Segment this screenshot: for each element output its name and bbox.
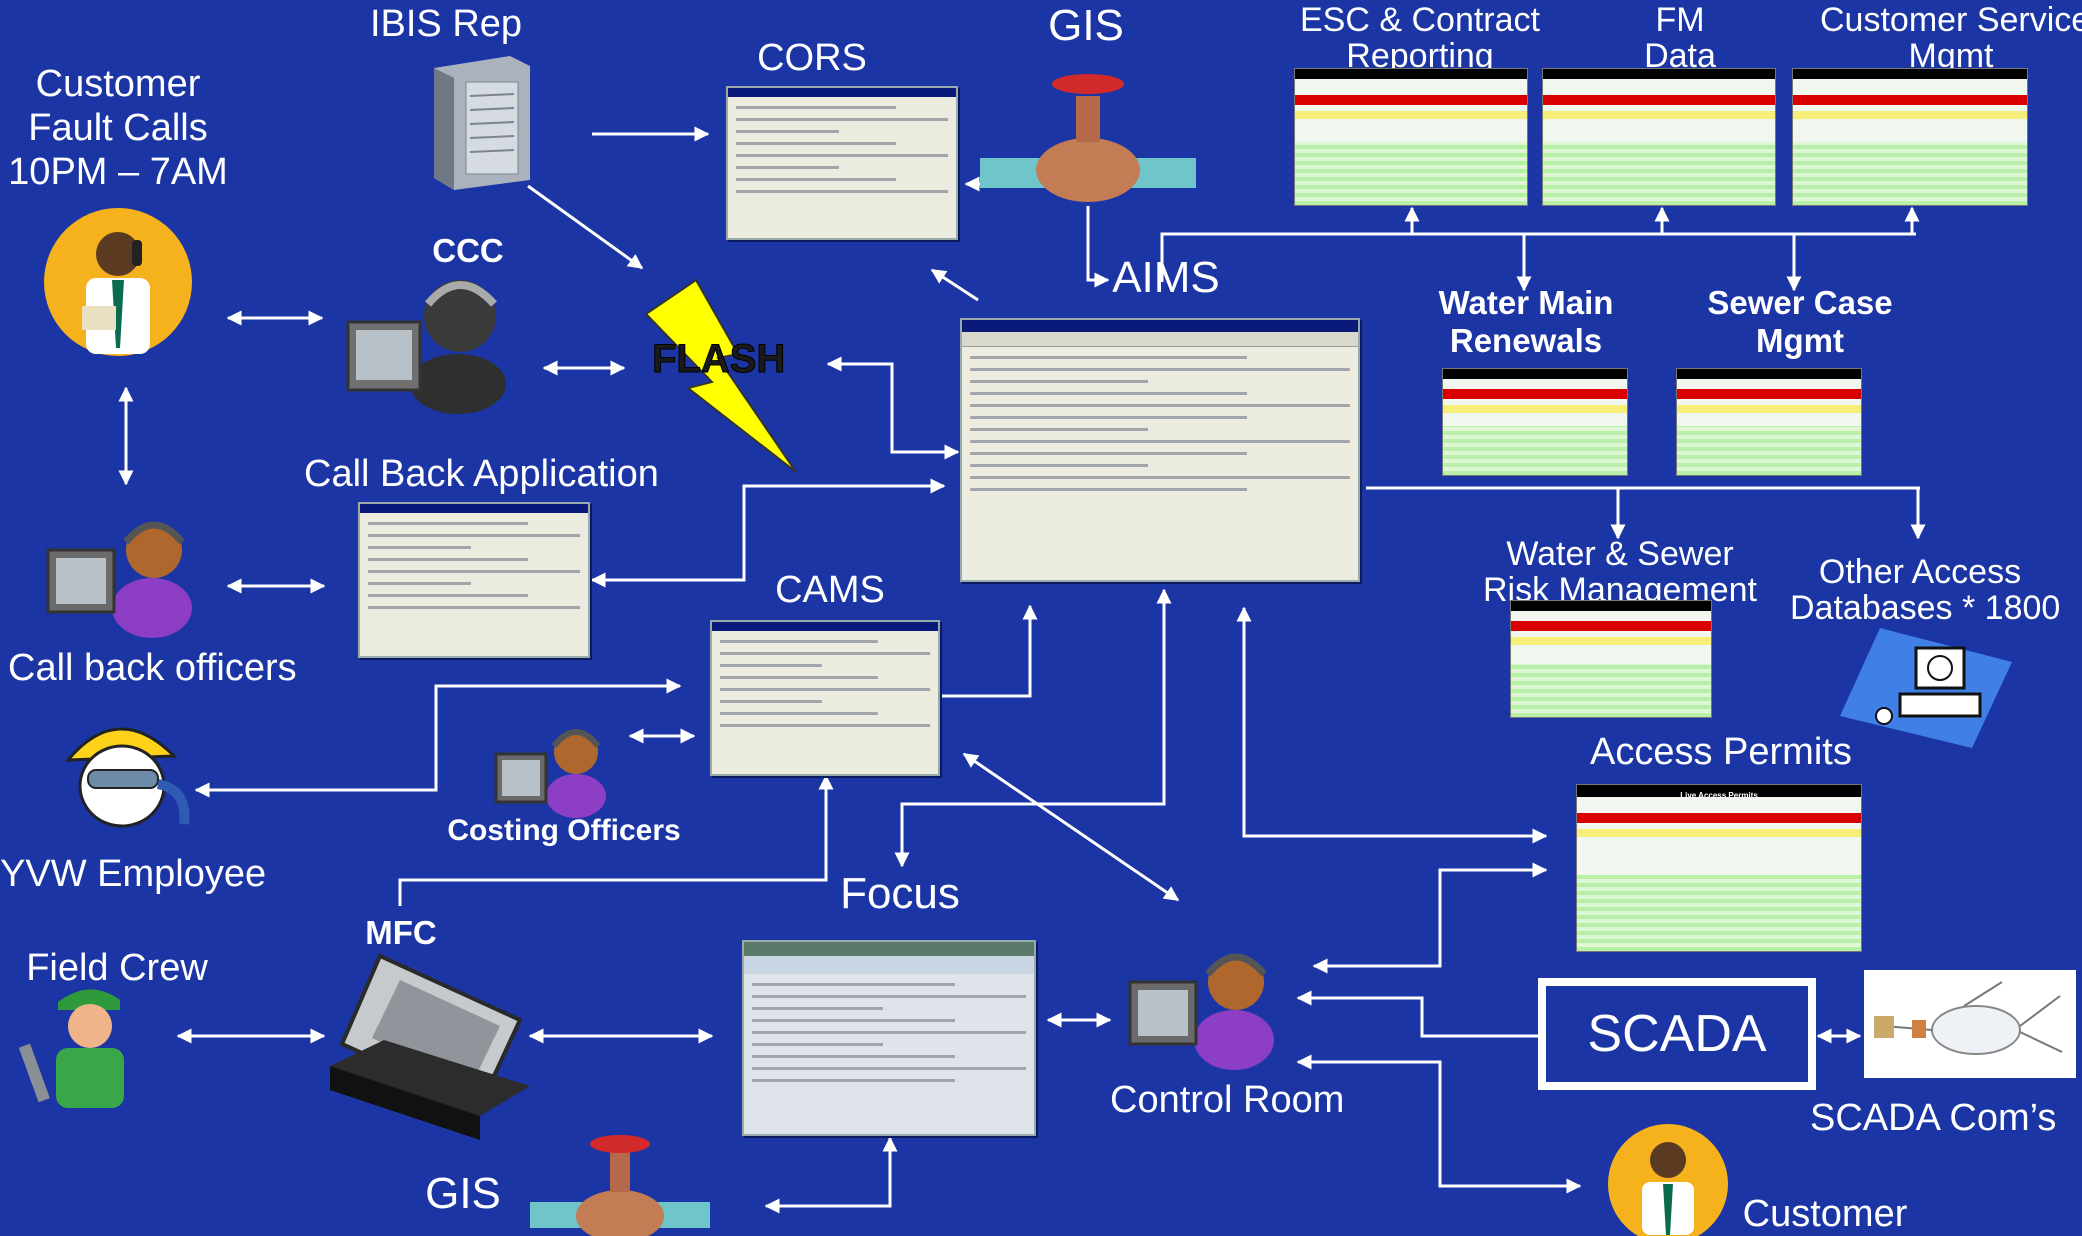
access-permits-report-title: Live Access Permits [1680,791,1758,800]
customer-phone-icon [44,208,192,356]
arrow-control-customer [1296,1054,1582,1194]
arrow-flash-aims [826,356,960,460]
costing-officer-icon [494,729,606,818]
arrow-control-permits [1312,862,1548,974]
customer-fault-calls-label: Customer Fault Calls 10PM – 7AM [8,63,228,193]
gis-valve-icon [530,1135,710,1236]
cams-window[interactable] [710,620,940,776]
esc-contract-label: ESC & Contract Reporting [1300,1,1540,75]
computer-database-icon [1840,628,2012,748]
gis-bottom-label: GIS [425,1169,501,1218]
arrow-gis-focus [764,1136,898,1214]
arrow-mfc-cams [398,774,834,906]
server-icon [434,56,530,190]
arrow-control-scada [1296,990,1540,1038]
water-sewer-risk-report[interactable] [1510,600,1712,718]
flash-label: FLASH [652,337,785,381]
access-permits-report[interactable]: Live Access Permits [1576,784,1862,952]
field-crew-label: Field Crew [26,947,208,989]
call-back-officers-label: Call back officers [8,647,297,689]
sewer-case-label: Sewer Case Mgmt [1707,284,1893,359]
bus-reports [1160,232,1916,282]
construction-worker-icon [64,727,190,828]
ccc-operator-icon [346,280,506,414]
gis-top-label: GIS [1048,1,1124,50]
scada-coms-label: SCADA Com’s [1810,1097,2057,1139]
customer-bottom-label: Customer [1742,1193,1908,1235]
fm-data-report[interactable] [1542,68,1776,206]
scada-box[interactable]: SCADA [1538,978,1816,1090]
focus-label: Focus [840,869,960,918]
arrow-yvw-cams [194,678,682,798]
costing-officers-label: Costing Officers [447,814,681,847]
field-crew-icon [18,989,124,1108]
cors-label: CORS [757,37,867,79]
call-back-application-label: Call Back Application [304,453,659,495]
arrow-aims-cors [930,268,979,302]
esc-contract-report[interactable] [1294,68,1528,206]
arrow-aims-focus [894,588,1172,868]
arrow-aims-permits [1236,606,1548,844]
mfc-label: MFC [365,914,437,951]
yvw-employee-label: YVW Employee [0,853,267,895]
water-main-report[interactable] [1442,368,1628,476]
water-sewer-risk-label: Water & Sewer Risk Management [1482,535,1757,609]
ccc-label: CCC [432,232,504,269]
call-back-application-window[interactable] [358,502,590,658]
aims-window[interactable] [960,318,1360,582]
focus-window[interactable] [742,940,1036,1136]
arrow-gis-aims [1086,206,1110,288]
laptop-icon [330,953,530,1140]
aims-label: AIMS [1112,253,1220,302]
control-room-operator-icon [1128,953,1274,1070]
cors-window[interactable] [726,86,958,240]
call-back-officer-icon [46,521,192,638]
arrow-cams-aims [942,604,1038,698]
network-diagram-icon [1864,970,2076,1078]
scada-label: SCADA [1587,1005,1767,1063]
gis-valve-icon [980,74,1196,202]
customer-service-report[interactable] [1792,68,2028,206]
sewer-case-report[interactable] [1676,368,1862,476]
customer-service-label: Customer Service Mgmt [1820,1,2082,75]
other-access-label: Other Access Databases * 1800 [1790,553,2061,627]
control-room-label: Control Room [1110,1079,1345,1121]
water-main-label: Water Main Renewals [1438,284,1614,359]
flash-lightning-icon: FLASH [644,278,797,473]
cams-label: CAMS [775,569,885,611]
arrow-ibis-flash [527,184,644,270]
ibis-rep-label: IBIS Rep [369,3,523,45]
customer-phone-icon [1608,1124,1728,1236]
arrow-cams-control [962,752,1180,902]
access-permits-label: Access Permits [1590,731,1852,773]
fm-data-label: FM Data [1644,1,1716,75]
arrow-aims-callbackapp [590,484,944,588]
